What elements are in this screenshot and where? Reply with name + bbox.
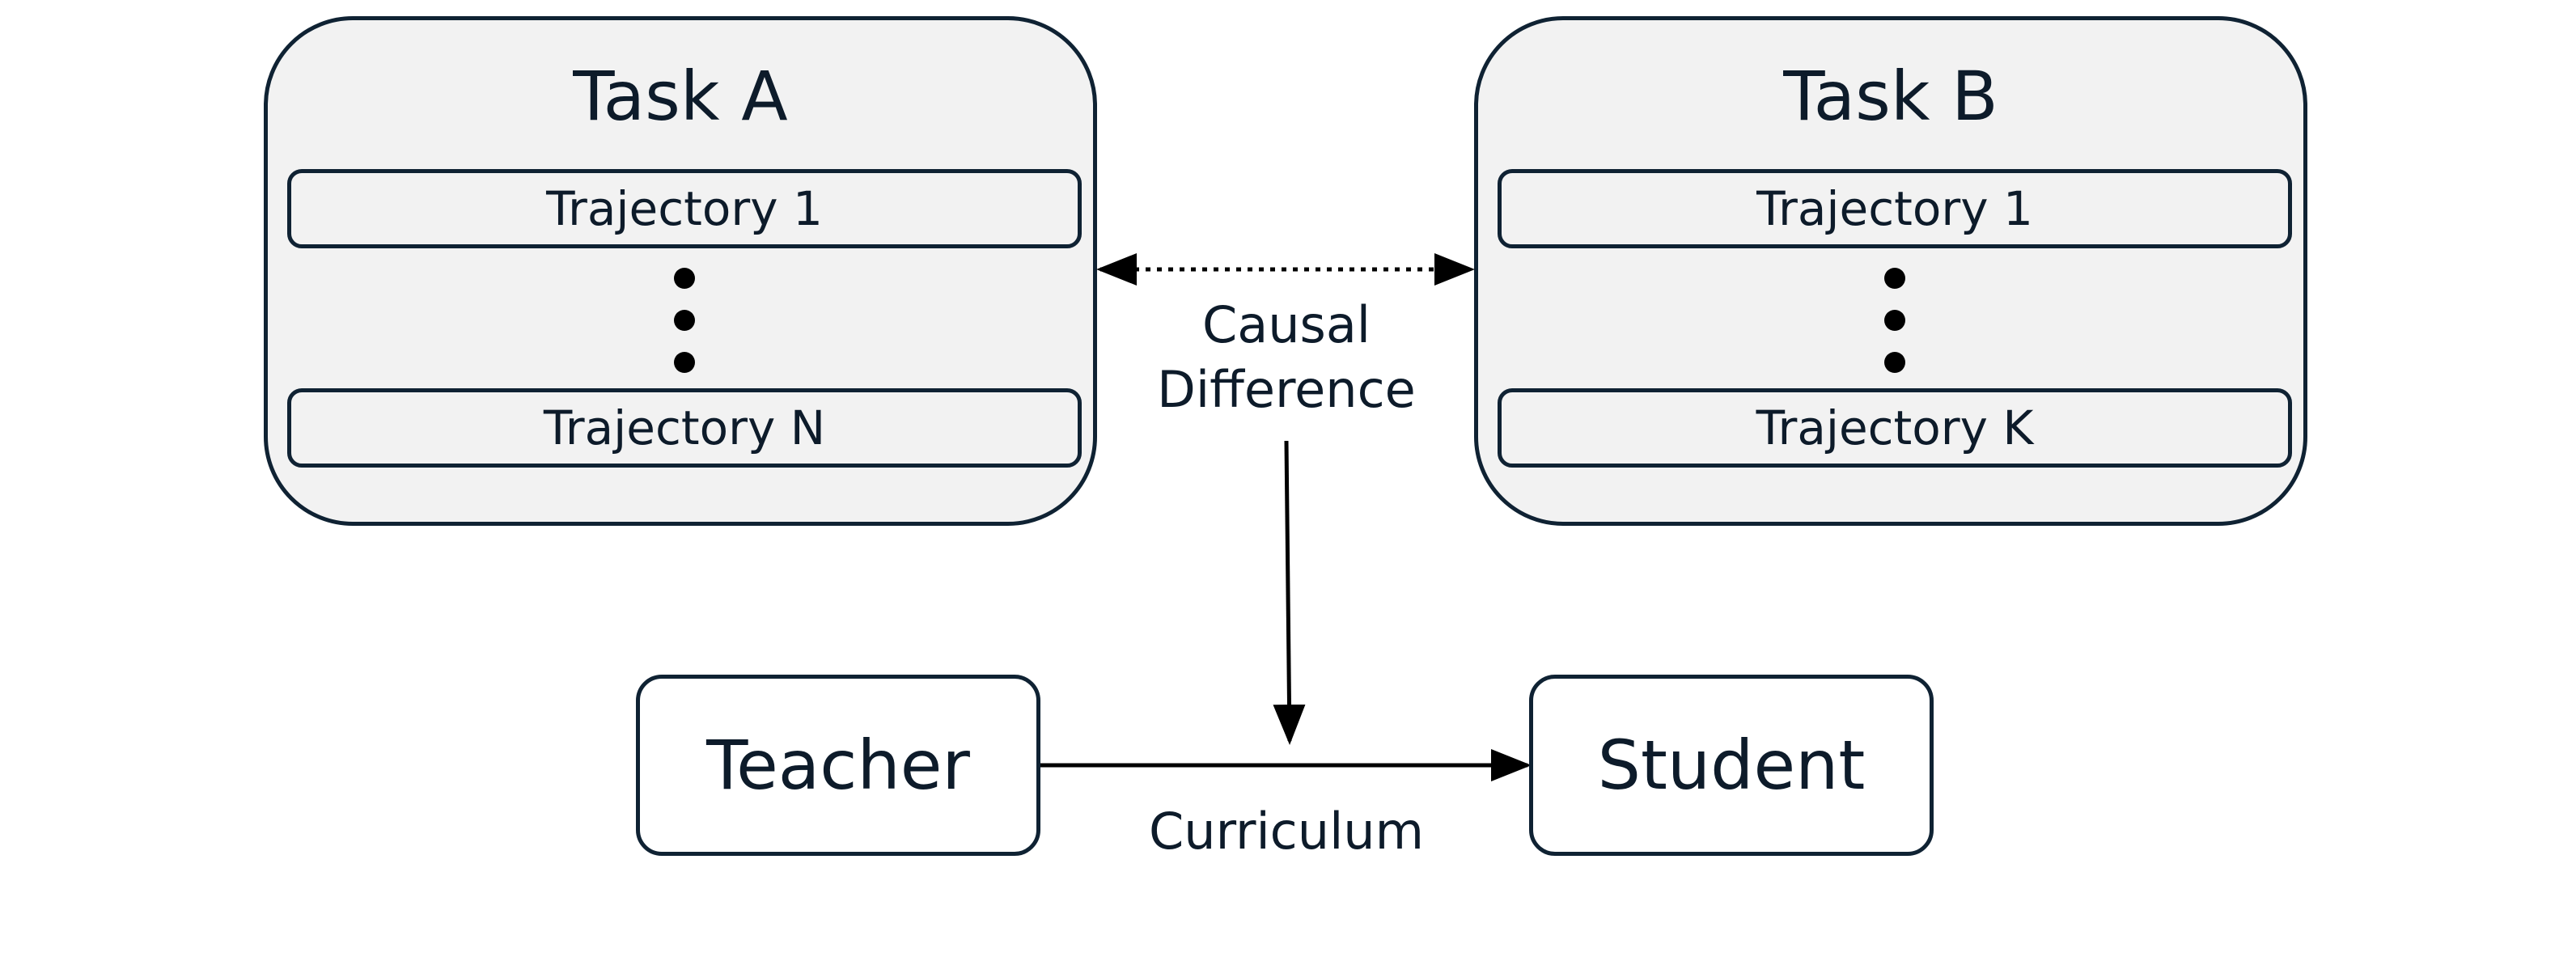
ellipsis-dot xyxy=(674,352,695,373)
ellipsis-dot xyxy=(674,268,695,289)
task-a-trajectory-first: Trajectory 1 xyxy=(287,169,1082,248)
student-node: Student xyxy=(1529,675,1934,856)
causal-difference-label: Causal Difference xyxy=(1125,293,1448,422)
task-b-title: Task B xyxy=(1783,57,1998,136)
task-a-box: Task A Trajectory 1 Trajectory N xyxy=(264,16,1097,526)
causal-to-curriculum-arrow xyxy=(1273,440,1306,745)
task-b-trajectory-first: Trajectory 1 xyxy=(1498,169,2292,248)
causal-label-line2: Difference xyxy=(1157,360,1416,419)
teacher-node: Teacher xyxy=(636,675,1040,856)
task-a-title: Task A xyxy=(573,57,788,136)
ellipsis-dot xyxy=(1884,352,1905,373)
curriculum-label: Curriculum xyxy=(1148,802,1424,861)
task-a-trajectory-last: Trajectory N xyxy=(287,388,1082,468)
ellipsis-dot xyxy=(674,310,695,331)
ellipsis-dot xyxy=(1884,268,1905,289)
causal-label-line1: Causal xyxy=(1201,295,1371,354)
task-b-trajectory-last: Trajectory K xyxy=(1498,388,2292,468)
ellipsis-dot xyxy=(1884,310,1905,331)
task-b-box: Task B Trajectory 1 Trajectory K xyxy=(1474,16,2307,526)
